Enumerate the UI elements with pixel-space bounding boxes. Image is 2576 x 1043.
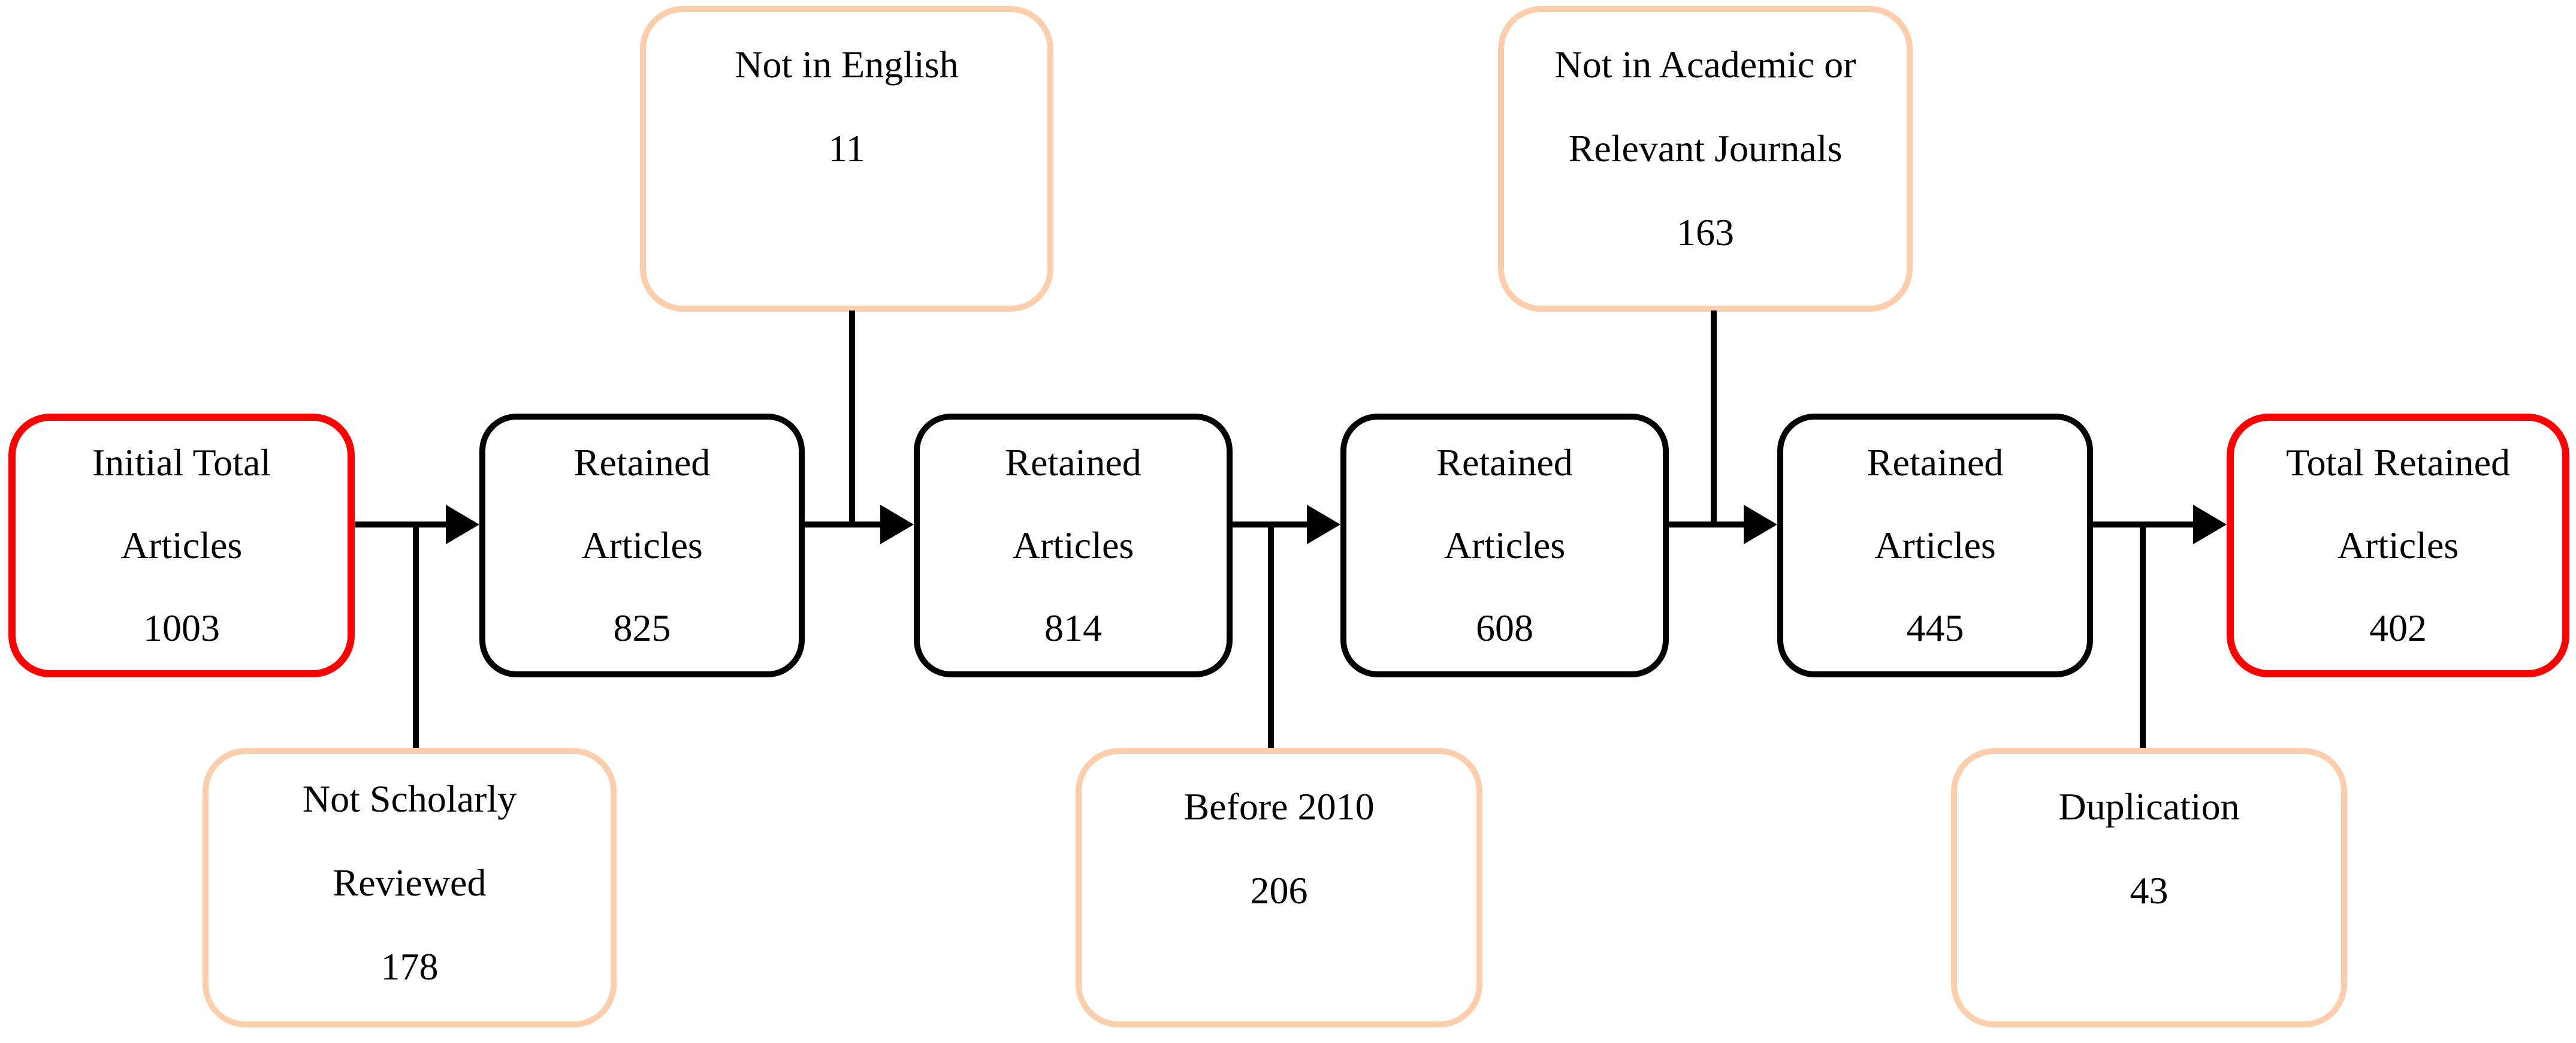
node-not-in-academic-journals: Not in Academic or Relevant Journals 163 bbox=[1498, 6, 1913, 312]
node-label: Retained bbox=[1005, 441, 1141, 484]
drop-line bbox=[1711, 311, 1717, 527]
node-label: Not in Academic or bbox=[1554, 43, 1856, 86]
node-count: 11 bbox=[828, 127, 865, 170]
node-label: Articles bbox=[581, 524, 703, 566]
node-retained-articles-445: Retained Articles 445 bbox=[1777, 414, 2093, 677]
node-label: Articles bbox=[1012, 524, 1134, 566]
node-retained-articles-814: Retained Articles 814 bbox=[914, 414, 1233, 677]
drop-line bbox=[849, 311, 855, 527]
node-count: 814 bbox=[1044, 607, 1102, 649]
node-label: Retained bbox=[1867, 441, 2004, 484]
node-label: Not in English bbox=[735, 43, 959, 86]
node-label: Not Scholarly bbox=[302, 777, 517, 820]
node-label: Reviewed bbox=[333, 861, 487, 904]
node-count: 445 bbox=[1906, 607, 1964, 649]
node-count: 163 bbox=[1677, 211, 1734, 254]
node-count: 825 bbox=[613, 607, 671, 649]
connector-line bbox=[805, 522, 881, 527]
node-label: Initial Total bbox=[92, 441, 271, 484]
node-total-retained-articles: Total Retained Articles 402 bbox=[2227, 414, 2569, 677]
node-count: 43 bbox=[2130, 869, 2169, 912]
node-label: Retained bbox=[1436, 441, 1573, 484]
node-count: 1003 bbox=[143, 607, 220, 649]
node-count: 178 bbox=[380, 945, 439, 988]
node-retained-articles-608: Retained Articles 608 bbox=[1340, 414, 1669, 677]
arrow-right-icon bbox=[1744, 505, 1777, 544]
node-count: 206 bbox=[1250, 869, 1308, 912]
connector-line bbox=[355, 522, 446, 527]
node-count: 402 bbox=[2369, 607, 2427, 649]
node-label: Relevant Journals bbox=[1568, 127, 1843, 170]
arrow-right-icon bbox=[2193, 505, 2227, 544]
node-label: Duplication bbox=[2058, 785, 2240, 828]
connector-line bbox=[1669, 522, 1744, 527]
node-label: Articles bbox=[1443, 524, 1566, 566]
node-label: Articles bbox=[120, 524, 243, 566]
node-not-scholarly-reviewed: Not Scholarly Reviewed 178 bbox=[203, 748, 617, 1027]
node-label: Retained bbox=[573, 441, 711, 484]
node-not-in-english: Not in English 11 bbox=[640, 6, 1053, 312]
node-before-2010: Before 2010 206 bbox=[1076, 748, 1482, 1027]
node-label: Articles bbox=[1874, 524, 1996, 566]
arrow-right-icon bbox=[446, 505, 479, 544]
node-initial-total-articles: Initial Total Articles 1003 bbox=[8, 414, 355, 677]
branch-line bbox=[2140, 524, 2146, 748]
branch-line bbox=[413, 524, 419, 748]
node-duplication: Duplication 43 bbox=[1951, 748, 2347, 1027]
branch-line bbox=[1268, 524, 1274, 748]
node-label: Before 2010 bbox=[1183, 785, 1375, 828]
node-retained-articles-825: Retained Articles 825 bbox=[479, 414, 805, 677]
node-label: Articles bbox=[2337, 524, 2459, 566]
arrow-right-icon bbox=[1307, 505, 1340, 544]
node-count: 608 bbox=[1476, 607, 1533, 649]
arrow-right-icon bbox=[880, 505, 914, 544]
node-label: Total Retained bbox=[2285, 441, 2511, 484]
